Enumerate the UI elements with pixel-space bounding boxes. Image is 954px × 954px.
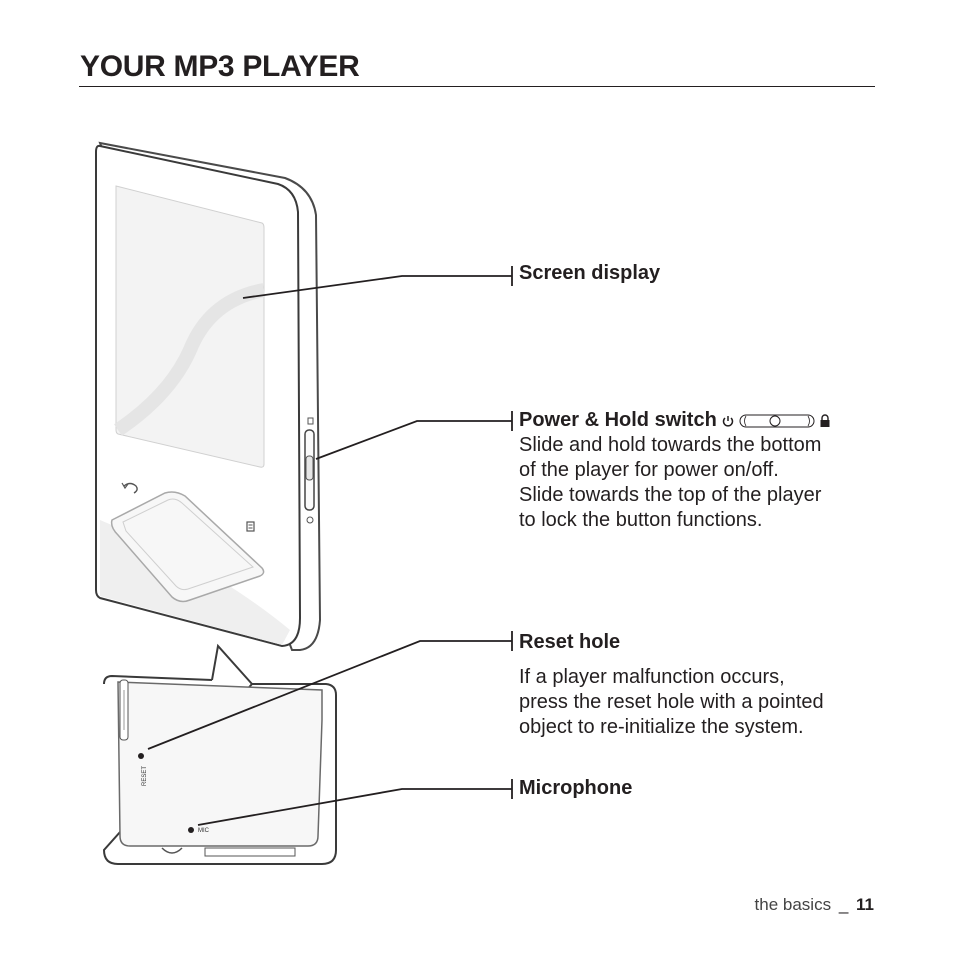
microphone-label: Microphone (519, 777, 633, 799)
lock-icon (820, 413, 830, 427)
reset-hole-line-1: If a player malfunction occurs, (519, 666, 785, 688)
screen-display-label: Screen display (519, 262, 661, 284)
page-number: 11 (856, 895, 874, 914)
reset-text: RESET (142, 766, 148, 786)
menu-icon (246, 521, 255, 532)
hold-switch-icon (739, 414, 815, 427)
power-hold-line-2: of the player for power on/off. (519, 459, 779, 481)
reset-hole-dot (138, 753, 144, 759)
power-hold-line-3: Slide towards the top of the player (519, 484, 822, 506)
reset-hole-callout: Reset hole If a player malfunction occur… (519, 630, 879, 740)
power-hold-callout: Power & Hold switch Slide and hold towar… (519, 408, 879, 533)
callout-lines (147, 266, 513, 826)
power-hold-line-4: to lock the button functions. (519, 509, 763, 531)
player-front (95, 141, 322, 651)
footer-separator: _ (838, 895, 849, 914)
power-hold-line-1: Slide and hold towards the bottom (519, 434, 822, 456)
reset-hole-label: Reset hole (519, 631, 621, 653)
microphone-dot (188, 827, 194, 833)
power-hold-switch (304, 417, 315, 524)
page-footer: the basics _ 11 (755, 895, 874, 915)
back-icon (121, 482, 138, 494)
player-bottom-zoom: RESET MIC (102, 674, 337, 865)
mic-text: MIC (198, 828, 210, 834)
power-icon (722, 415, 734, 427)
page-title: YOUR MP3 PLAYER (80, 50, 360, 83)
footer-section: the basics (754, 895, 832, 914)
reset-hole-line-2: press the reset hole with a pointed (519, 691, 824, 713)
title-rule (79, 86, 875, 87)
power-hold-label: Power & Hold switch (519, 409, 717, 431)
reset-hole-line-3: object to re-initialize the system. (519, 716, 804, 738)
